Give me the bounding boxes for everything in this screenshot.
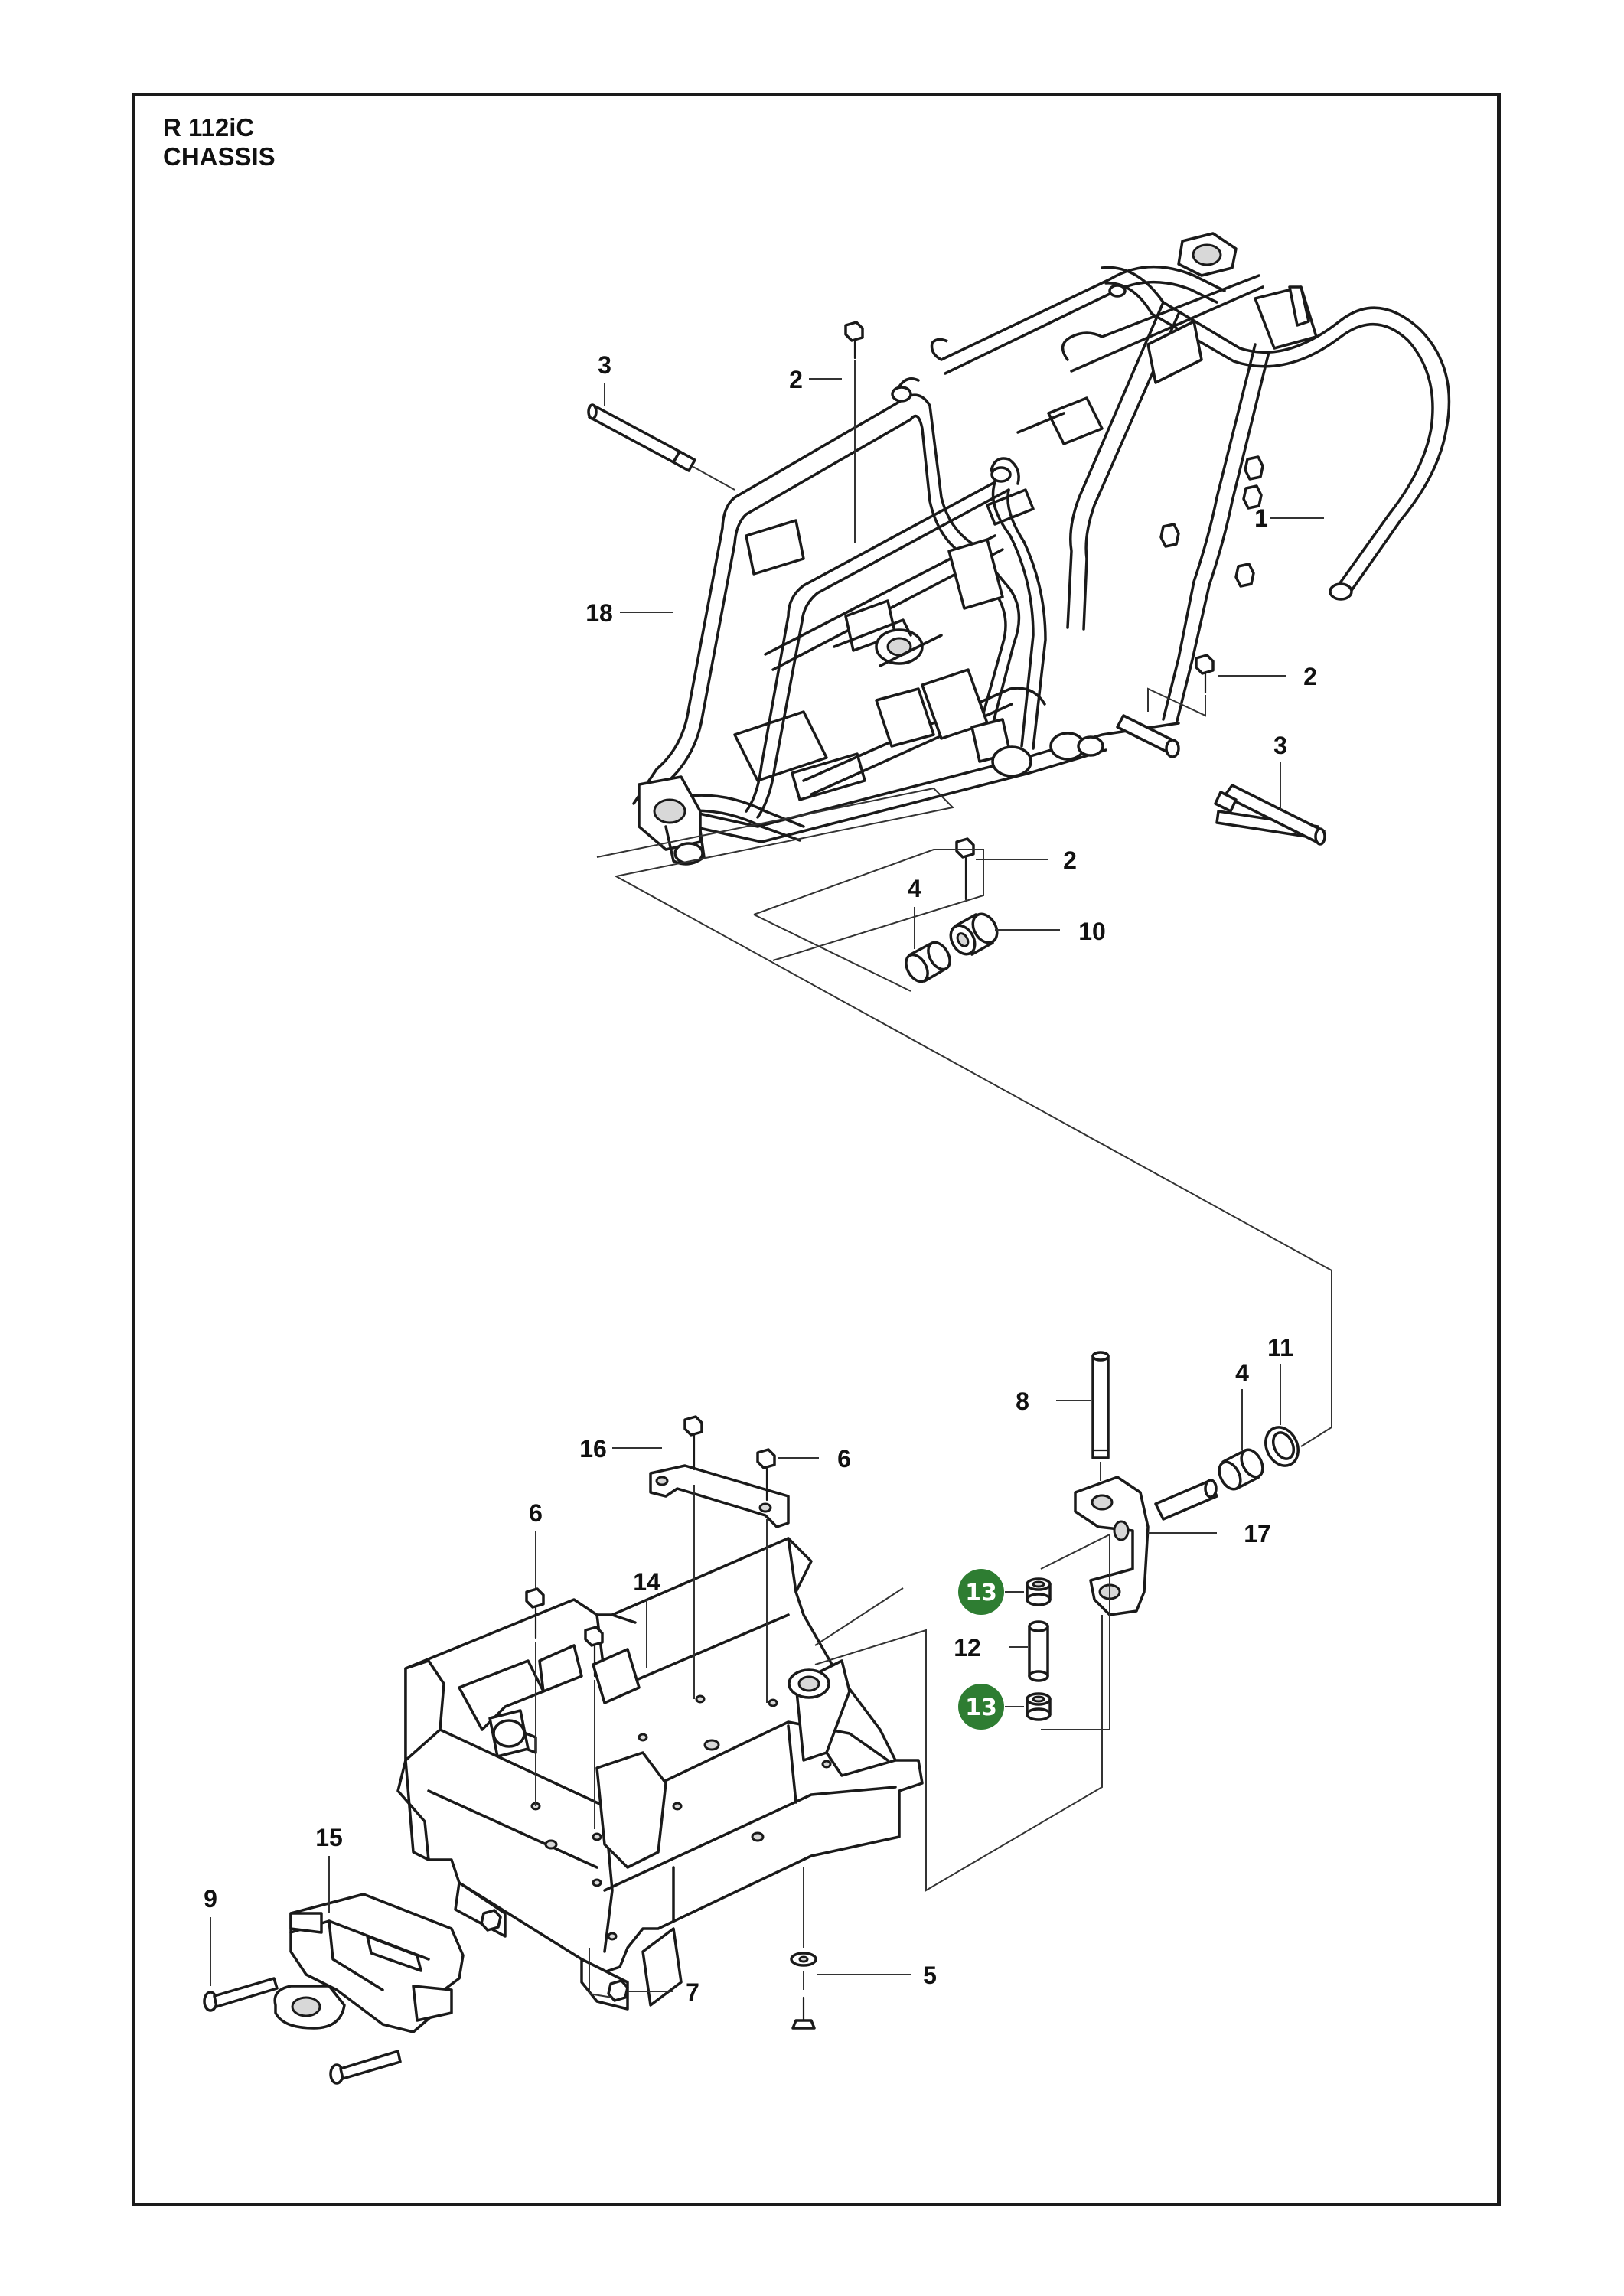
screw-9-upper bbox=[203, 1977, 279, 2012]
connection-line-pivot-outer bbox=[814, 1615, 1103, 1892]
model-title: R 112iC bbox=[163, 113, 255, 142]
callout-6-right[interactable]: 6 bbox=[837, 1445, 851, 1473]
callout-13-upper: 13 bbox=[965, 1580, 997, 1606]
callouts: 3 2 1 18 2 3 2 4 10 11 4 8 16 6 6 17 14 … bbox=[204, 351, 1317, 2006]
callout-4-lower[interactable]: 4 bbox=[1235, 1359, 1249, 1387]
shaft-3-left bbox=[587, 403, 735, 491]
connection-line-bushing-group bbox=[753, 849, 984, 961]
callout-12[interactable]: 12 bbox=[954, 1634, 981, 1662]
connection-line-bushing-bottom bbox=[753, 914, 911, 992]
callout-13-lower: 13 bbox=[965, 1694, 997, 1721]
callout-13-upper-badge[interactable]: 13 bbox=[958, 1569, 1004, 1615]
leader-lines bbox=[210, 378, 1324, 1992]
callout-3-upper-left[interactable]: 3 bbox=[598, 351, 611, 379]
bolt-2-top bbox=[844, 321, 864, 543]
connection-line-pivot bbox=[1040, 1533, 1110, 1730]
pin-8 bbox=[1091, 1351, 1110, 1481]
callout-7[interactable]: 7 bbox=[686, 1978, 699, 2006]
callout-14[interactable]: 14 bbox=[633, 1568, 660, 1596]
callout-18[interactable]: 18 bbox=[585, 599, 613, 627]
callout-2-upper[interactable]: 2 bbox=[789, 366, 803, 393]
callout-17[interactable]: 17 bbox=[1244, 1520, 1271, 1548]
screw-9-lower bbox=[329, 2050, 402, 2085]
callout-4-upper[interactable]: 4 bbox=[908, 875, 921, 902]
bushing-4-upper bbox=[905, 941, 951, 983]
callout-9[interactable]: 9 bbox=[204, 1885, 217, 1913]
section-title: CHASSIS bbox=[163, 142, 276, 171]
collar-10 bbox=[949, 912, 999, 956]
callout-3-right[interactable]: 3 bbox=[1273, 732, 1287, 759]
callout-2-mid[interactable]: 2 bbox=[1063, 846, 1077, 874]
callout-8[interactable]: 8 bbox=[1016, 1388, 1029, 1415]
callout-10[interactable]: 10 bbox=[1078, 918, 1106, 945]
diagram-frame bbox=[132, 93, 1501, 2206]
highlight-badge-icon bbox=[958, 1684, 1004, 1730]
tow-hitch-15 bbox=[273, 1856, 465, 2033]
bushing-4-lower bbox=[1218, 1448, 1264, 1491]
bushing-13-lower bbox=[1026, 1692, 1052, 1721]
bolt-2-mid bbox=[955, 837, 975, 901]
bolt-2-right bbox=[1147, 654, 1215, 717]
callout-2-right[interactable]: 2 bbox=[1303, 663, 1317, 690]
connection-line-frame-to-pivot bbox=[596, 787, 1332, 1447]
callout-5[interactable]: 5 bbox=[923, 1962, 937, 1989]
frame-nut-group bbox=[1159, 455, 1264, 588]
callout-13-lower-badge[interactable]: 13 bbox=[958, 1684, 1004, 1730]
bushing-13-upper bbox=[1026, 1577, 1052, 1606]
seal-ring-11 bbox=[1264, 1426, 1300, 1467]
callout-1[interactable]: 1 bbox=[1254, 504, 1268, 532]
nut-7 bbox=[480, 1909, 629, 2002]
connection-line-base-right bbox=[814, 1587, 904, 1646]
base-plate-14 bbox=[396, 1537, 924, 2011]
callout-11[interactable]: 11 bbox=[1267, 1334, 1293, 1362]
highlight-badge-icon bbox=[958, 1569, 1004, 1615]
washer-5 bbox=[790, 1867, 817, 2030]
callout-15[interactable]: 15 bbox=[315, 1824, 343, 1851]
tubular-frame bbox=[632, 232, 1451, 866]
bolt-6-left bbox=[525, 1587, 604, 1829]
shaft-3-right bbox=[1214, 784, 1326, 846]
strap-16 bbox=[649, 1415, 790, 1703]
pivot-pin-right bbox=[1116, 714, 1180, 758]
spacer-12 bbox=[1028, 1620, 1049, 1682]
callout-6-left[interactable]: 6 bbox=[529, 1499, 543, 1527]
pivot-bracket-17 bbox=[1074, 1476, 1218, 1616]
callout-16[interactable]: 16 bbox=[579, 1435, 607, 1463]
